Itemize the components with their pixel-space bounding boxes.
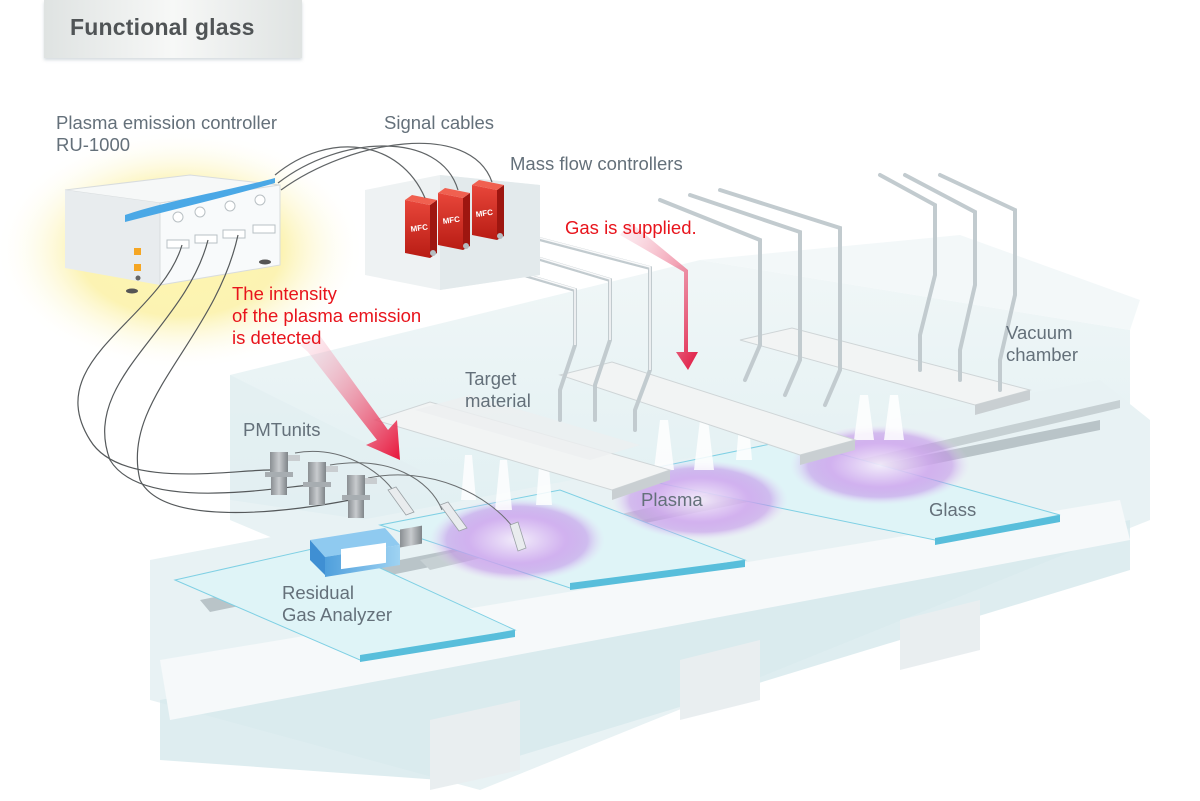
pmt-units xyxy=(265,452,527,552)
mfc-label: MFC xyxy=(442,215,461,226)
intensity-label-line2: of the plasma emission xyxy=(232,305,422,326)
target-material-label-line1: Target xyxy=(465,368,517,389)
gas-supplied-label: Gas is supplied. xyxy=(565,217,697,238)
mfc-unit xyxy=(438,188,470,250)
rga-label-line2: Gas Analyzer xyxy=(282,604,393,625)
target-material-bars xyxy=(373,327,1032,500)
intensity-label-line3: is detected xyxy=(232,327,322,348)
signal-cables xyxy=(274,142,493,199)
glass-label: Glass xyxy=(929,499,977,520)
gas-supplied-arrow xyxy=(620,222,698,370)
plasma-label: Plasma xyxy=(641,489,703,510)
pmt-units-label: PMTunits xyxy=(243,419,321,440)
pmt-cables xyxy=(77,234,351,514)
emission-detected-arrow xyxy=(300,333,400,460)
controller-label-line1: Plasma emission controller xyxy=(56,112,278,133)
intensity-label-line1: The intensity xyxy=(232,283,337,304)
target-material-label-line2: material xyxy=(465,390,531,411)
rga-label-line1: Residual xyxy=(282,582,354,603)
mfc-label: MFC xyxy=(475,208,494,219)
pmt-unit xyxy=(342,475,377,518)
signal-cables-label: Signal cables xyxy=(384,112,495,133)
page-title: Functional glass xyxy=(70,14,255,40)
mass-flow-controllers-label: Mass flow controllers xyxy=(510,153,683,174)
fiber-cables xyxy=(294,451,516,531)
title-banner xyxy=(44,0,302,58)
plasma-emission-controller xyxy=(64,174,281,294)
vacuum-chamber-label-line2: chamber xyxy=(1006,344,1078,365)
controller-label-line2: RU-1000 xyxy=(56,134,131,155)
residual-gas-analyzer xyxy=(310,525,422,577)
pmt-unit xyxy=(303,462,338,505)
mfc-unit xyxy=(472,180,504,240)
mfc-unit xyxy=(405,195,437,258)
vacuum-chamber-label-line1: Vacuum xyxy=(1006,322,1073,343)
pmt-unit xyxy=(265,452,300,495)
mfc-label: MFC xyxy=(410,222,429,233)
mfc-units xyxy=(405,180,504,258)
